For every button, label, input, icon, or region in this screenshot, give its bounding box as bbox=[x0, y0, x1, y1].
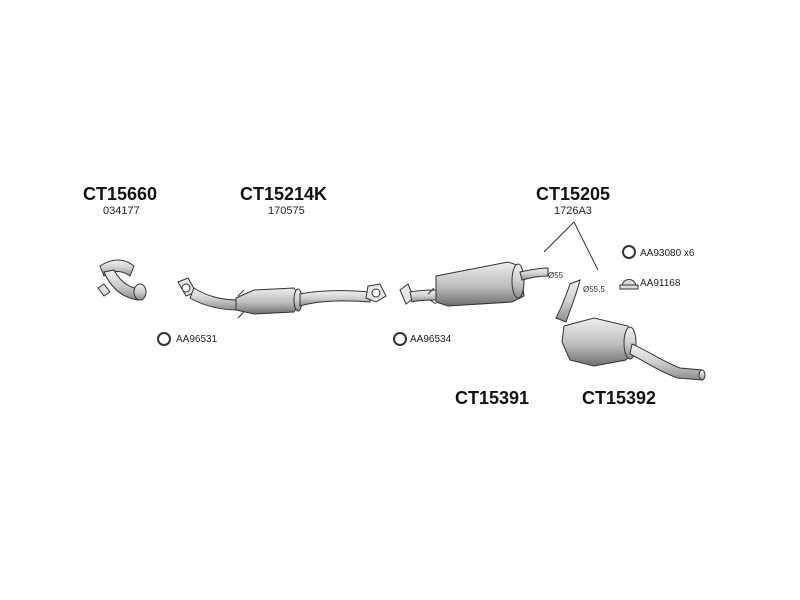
clamp-code: AA91168 bbox=[640, 278, 681, 289]
ring-code: AA93080 x6 bbox=[640, 248, 695, 259]
front-pipe-ref: 034177 bbox=[103, 205, 140, 217]
kit-ref: 1726A3 bbox=[554, 205, 592, 217]
center-silencer-code: CT15391 bbox=[455, 388, 530, 408]
gasket-front-code: AA96531 bbox=[176, 334, 218, 345]
front-pipe-code: CT15660 bbox=[83, 184, 158, 204]
center-silencer-drawing bbox=[399, 261, 549, 307]
leader-lines bbox=[543, 221, 599, 271]
kit-code: CT15205 bbox=[536, 184, 611, 204]
catalyst-ref: 170575 bbox=[268, 205, 305, 217]
diameter-label-2: Ø55,5 bbox=[583, 285, 605, 294]
front-pipe-drawing bbox=[97, 259, 147, 301]
rear-silencer-drawing bbox=[555, 279, 706, 381]
o-ring-icon bbox=[157, 245, 636, 346]
rear-silencer-code: CT15392 bbox=[582, 388, 657, 408]
catalyst-code: CT15214K bbox=[240, 184, 328, 204]
clamp-icon bbox=[619, 279, 639, 290]
catalyst-drawing bbox=[177, 277, 387, 319]
gasket-mid-code: AA96534 bbox=[410, 334, 452, 345]
diameter-label-1: Ø55 bbox=[548, 271, 564, 280]
